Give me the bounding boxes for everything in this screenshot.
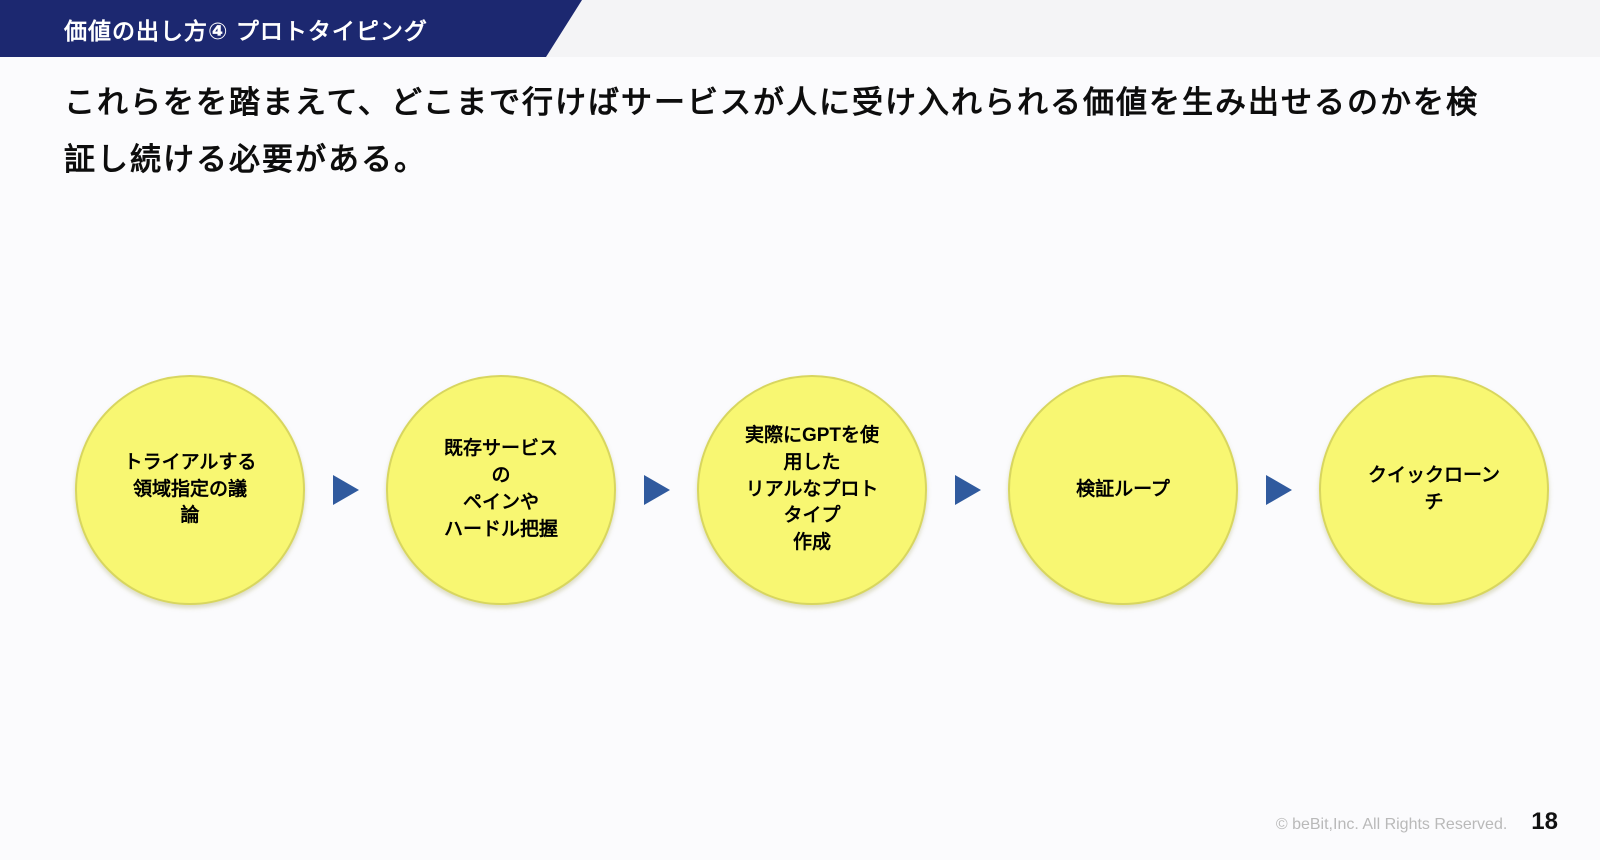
slide-title: 価値の出し方④ プロトタイピング (64, 17, 428, 44)
flow-step-gpt-prototype: 実際にGPTを使 用した リアルなプロト タイプ 作成 (697, 375, 927, 605)
lead-paragraph: これらをを踏まえて、どこまで行けばサービスが人に受け入れられる価値を生み出せるの… (64, 85, 1479, 178)
flow-connector (927, 475, 1008, 505)
flow-connector (1238, 475, 1319, 505)
header-banner: 価値の出し方④ プロトタイピング (0, 0, 582, 57)
flow-step-label: 実際にGPTを使 用した リアルなプロト タイプ 作成 (744, 424, 880, 554)
arrow-right-icon (332, 475, 359, 505)
flow-step-quick-launch: クイックローン チ (1319, 375, 1549, 605)
flow-connector (305, 475, 386, 505)
process-flow-diagram: トライアルする 領域指定の議 論 既存サービス の ペインや ハードル把握 実際… (75, 375, 1549, 605)
copyright-text: © beBit,Inc. All Rights Reserved. (1275, 816, 1508, 833)
arrow-right-icon (1265, 475, 1292, 505)
flow-step-label: トライアルする 領域指定の議 論 (123, 451, 257, 527)
header-strip: 価値の出し方④ プロトタイピング (0, 0, 1600, 57)
page-number: 18 (1531, 808, 1558, 835)
flow-step-validation-loop: 検証ループ (1008, 375, 1238, 605)
flow-step-label: クイックローン チ (1367, 465, 1501, 513)
flow-step-label: 検証ループ (1076, 478, 1170, 500)
arrow-right-icon (643, 475, 670, 505)
flow-connector (616, 475, 697, 505)
flow-step-label: 既存サービス の ペインや ハードル把握 (443, 438, 558, 540)
flow-step-existing-pain: 既存サービス の ペインや ハードル把握 (386, 375, 616, 605)
flow-step-trial-domain: トライアルする 領域指定の議 論 (75, 375, 305, 605)
arrow-right-icon (954, 475, 981, 505)
slide-footer: © beBit,Inc. All Rights Reserved. 18 (1276, 808, 1558, 836)
